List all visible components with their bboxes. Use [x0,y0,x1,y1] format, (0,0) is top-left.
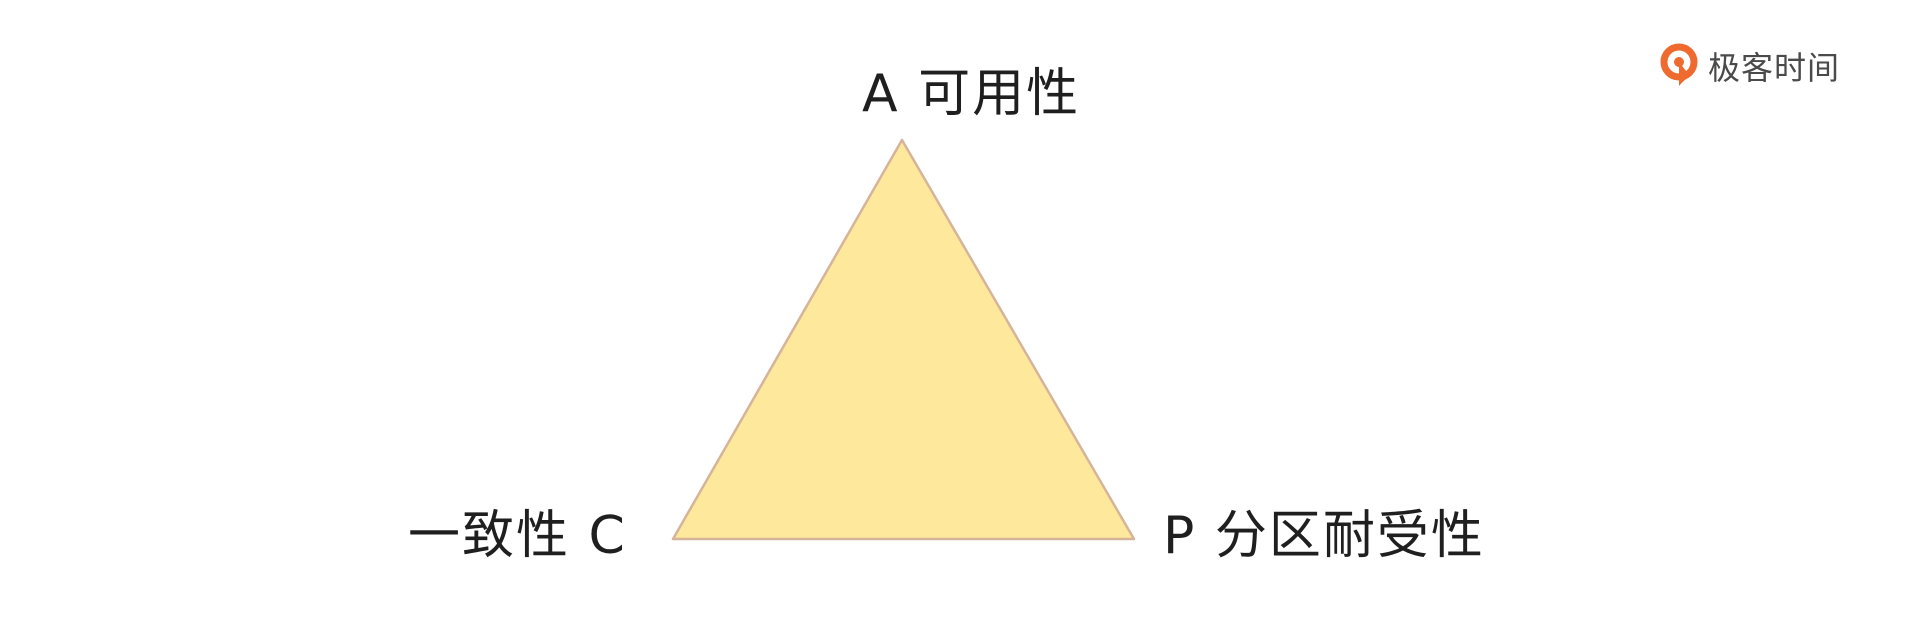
brand-watermark: 极客时间 [1660,42,1840,90]
cap-triangle [671,138,1136,541]
brand-name: 极客时间 [1708,49,1841,87]
geektime-logo-icon [1660,43,1698,86]
vertex-label-availability: A 可用性 [862,64,1081,124]
vertex-label-consistency: 一致性 C [408,506,627,566]
vertex-label-partition-tolerance: P 分区耐受性 [1163,506,1485,566]
